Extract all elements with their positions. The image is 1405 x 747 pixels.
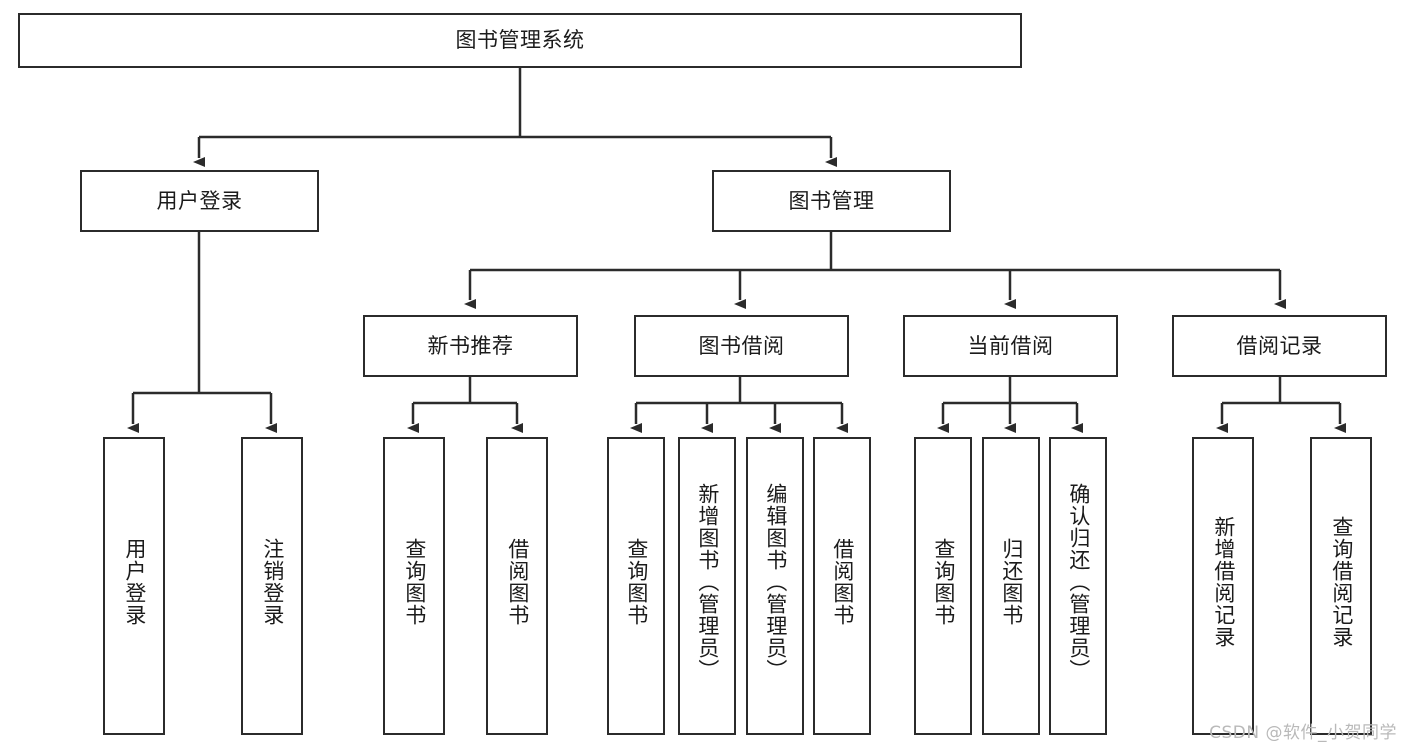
- node-label: 用户登录: [156, 188, 243, 213]
- node-label: 查询图书: [402, 538, 427, 626]
- leaf-current-query-book[interactable]: 查询图书: [914, 437, 972, 735]
- node-label: 图书管理: [788, 188, 875, 213]
- leaf-user-login-login[interactable]: 用户登录: [103, 437, 165, 735]
- node-label: 借阅图书: [830, 538, 855, 626]
- leaf-record-query-record[interactable]: 查询借阅记录: [1310, 437, 1372, 735]
- leaf-current-confirm-return-admin[interactable]: 确认归还（管理员）: [1049, 437, 1107, 735]
- node-label: 图书管理系统: [455, 28, 585, 53]
- node-label: 查询图书: [624, 538, 649, 626]
- node-label: 用户登录: [122, 538, 147, 626]
- node-book-management[interactable]: 图书管理: [712, 170, 951, 232]
- leaf-record-add-record[interactable]: 新增借阅记录: [1192, 437, 1254, 735]
- node-label: 编辑图书（管理员）: [763, 483, 788, 681]
- node-label: 图书借阅: [698, 333, 785, 358]
- leaf-borrow-edit-book-admin[interactable]: 编辑图书（管理员）: [746, 437, 804, 735]
- leaf-user-login-logout[interactable]: 注销登录: [241, 437, 303, 735]
- node-label: 当前借阅: [967, 333, 1054, 358]
- node-label: 查询借阅记录: [1329, 516, 1354, 648]
- node-new-book-recommend[interactable]: 新书推荐: [363, 315, 578, 377]
- node-root-system[interactable]: 图书管理系统: [18, 13, 1022, 68]
- leaf-borrow-add-book-admin[interactable]: 新增图书（管理员）: [678, 437, 736, 735]
- node-label: 新增图书（管理员）: [695, 483, 720, 681]
- node-label: 注销登录: [260, 538, 285, 626]
- node-label: 确认归还（管理员）: [1066, 483, 1091, 681]
- leaf-new-book-query[interactable]: 查询图书: [383, 437, 445, 735]
- watermark-text: CSDN @软件_小贺同学: [1209, 723, 1397, 743]
- node-label: 归还图书: [999, 538, 1024, 626]
- node-user-login[interactable]: 用户登录: [80, 170, 319, 232]
- node-book-borrow[interactable]: 图书借阅: [634, 315, 849, 377]
- node-label: 借阅记录: [1236, 333, 1323, 358]
- leaf-borrow-borrow-book[interactable]: 借阅图书: [813, 437, 871, 735]
- node-current-borrow[interactable]: 当前借阅: [903, 315, 1118, 377]
- node-borrow-record[interactable]: 借阅记录: [1172, 315, 1387, 377]
- leaf-new-book-borrow[interactable]: 借阅图书: [486, 437, 548, 735]
- leaf-borrow-query-book[interactable]: 查询图书: [607, 437, 665, 735]
- node-label: 新书推荐: [427, 333, 514, 358]
- node-label: 新增借阅记录: [1211, 516, 1236, 648]
- leaf-current-return-book[interactable]: 归还图书: [982, 437, 1040, 735]
- node-label: 借阅图书: [505, 538, 530, 626]
- node-label: 查询图书: [931, 538, 956, 626]
